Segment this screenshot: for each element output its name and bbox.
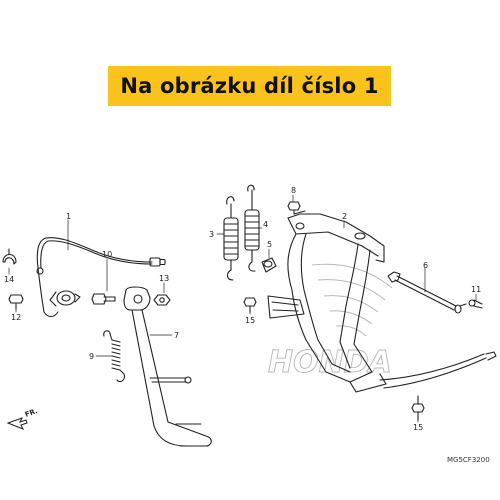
part-10-bolt xyxy=(91,293,116,305)
part-12-bolt xyxy=(8,294,24,310)
callout-15-upper: 15 xyxy=(245,316,255,325)
callout-13: 13 xyxy=(159,274,169,283)
callout-9: 9 xyxy=(89,352,94,361)
front-direction-arrow-icon xyxy=(6,417,28,430)
callout-6: 6 xyxy=(423,261,428,270)
callout-14: 14 xyxy=(4,275,14,284)
diagram-code: MG5CF3200 xyxy=(447,456,490,464)
part-6-pivot-bolt xyxy=(387,271,467,314)
front-direction-label: FR. xyxy=(24,407,39,419)
callout-4: 4 xyxy=(263,220,268,229)
part-2-main-stand xyxy=(267,213,497,393)
part-1-cable-switch xyxy=(36,237,166,318)
part-8-bolt xyxy=(287,201,306,215)
part-3-spring xyxy=(223,196,239,281)
part-5-collar xyxy=(261,257,277,273)
part-15a-bolt xyxy=(243,297,257,313)
callout-11: 11 xyxy=(471,285,481,294)
callout-10: 10 xyxy=(102,250,112,259)
callout-2: 2 xyxy=(342,212,347,221)
part-13-nut xyxy=(153,294,171,306)
callout-3: 3 xyxy=(209,230,214,239)
callout-15-lower: 15 xyxy=(413,423,423,432)
part-4-spring xyxy=(244,184,260,272)
honda-watermark-text: HONDA xyxy=(268,345,392,380)
callout-7: 7 xyxy=(174,331,179,340)
banner-text: Na obrázku díl číslo 1 xyxy=(120,74,379,98)
callout-5: 5 xyxy=(267,240,272,249)
part-7-side-stand xyxy=(123,286,212,447)
part-15b-bolt xyxy=(411,395,425,421)
callout-8: 8 xyxy=(291,186,296,195)
part-14-clamp xyxy=(2,248,17,265)
part-number-banner: Na obrázku díl číslo 1 xyxy=(108,66,391,106)
part-9-spring xyxy=(103,330,125,383)
part-11-cotter-pin xyxy=(468,299,483,309)
callout-1: 1 xyxy=(66,212,71,221)
leader-lines xyxy=(8,194,477,423)
callout-12: 12 xyxy=(11,313,21,322)
